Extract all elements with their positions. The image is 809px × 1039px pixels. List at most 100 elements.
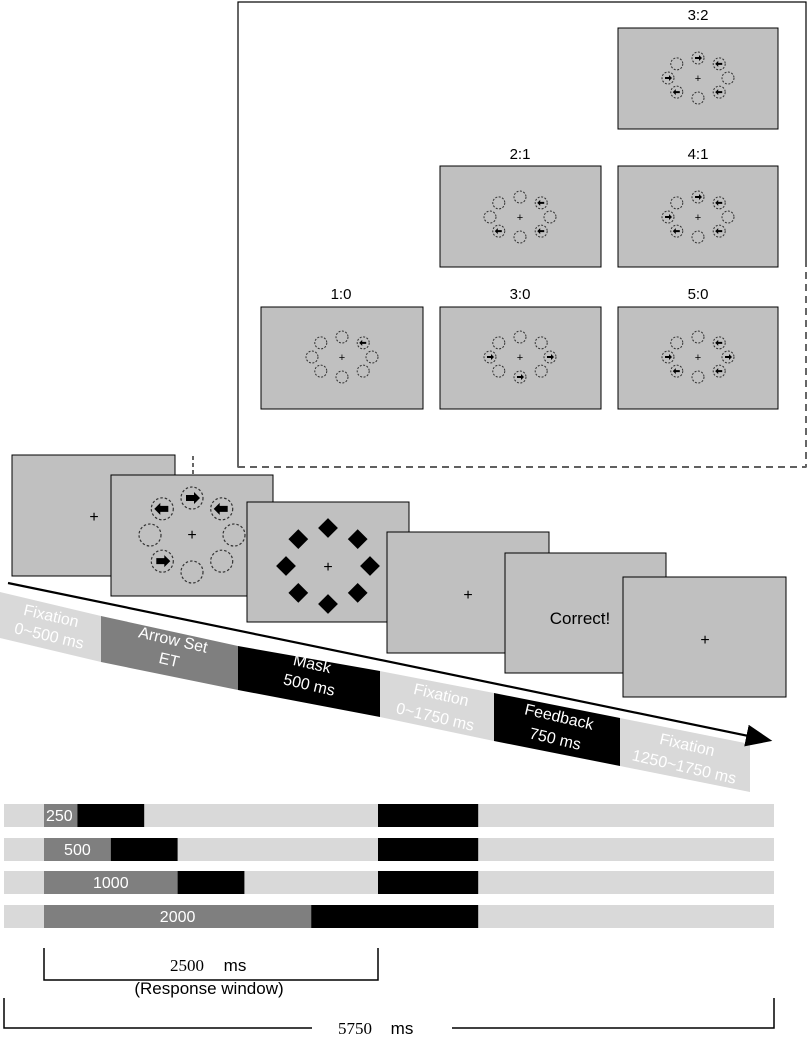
segment-band: [238, 646, 380, 717]
condition-5-0: 5:0 +: [617, 286, 779, 410]
feedback-text: Correct!: [550, 609, 610, 628]
fixation-cross: +: [695, 73, 701, 85]
stimulus-ring: +: [305, 330, 379, 384]
placeholder-circle: [712, 57, 726, 71]
row-feedback: [378, 871, 479, 894]
fixation-cross: +: [517, 212, 523, 224]
placeholder-circle: [543, 210, 557, 224]
row-mask: [177, 871, 245, 894]
placeholder-circle: [180, 560, 204, 584]
condition-screens: 3:2 + 2:1 + 4:1 + 1:0 + 3:0 + 5:0 +: [260, 7, 779, 410]
stimulus-ring: +: [483, 330, 557, 384]
placeholder-circle: [513, 370, 527, 384]
arrow-stimulus-ring: [138, 486, 246, 584]
diamond-mask-icon: [288, 582, 309, 603]
row-arrow-set: [44, 871, 178, 894]
screen-mask: +: [246, 501, 410, 623]
diamond-mask-icon: [360, 556, 380, 576]
screen-arrow-set: +: [110, 474, 274, 597]
placeholder-circle: [492, 196, 506, 210]
placeholder-circle: [210, 549, 234, 573]
stimulus-ring: +: [483, 190, 557, 244]
bracket-total-unit: ms: [391, 1019, 414, 1038]
segment-band: [101, 616, 238, 690]
placeholder-circle: [712, 224, 726, 238]
arrow-icon: [537, 228, 545, 235]
mask-diamonds: [276, 518, 380, 614]
placeholder-circle: [712, 336, 726, 350]
time-arrow: [7, 581, 773, 747]
timeline-rows: 250 500 1000 2000: [4, 804, 774, 928]
arrow-icon: [186, 492, 200, 504]
arrow-icon: [715, 339, 723, 346]
placeholder-circle: [365, 350, 379, 364]
screen: [622, 576, 787, 698]
placeholder-circle: [691, 370, 705, 384]
condition-screen: [439, 306, 602, 410]
placeholder-circle: [721, 71, 735, 85]
timeline-row-1000: 1000: [4, 871, 774, 894]
placeholder-circle: [150, 549, 174, 573]
fixation-cross: +: [89, 509, 98, 526]
placeholder-circle: [670, 85, 684, 99]
placeholder-circle: [180, 486, 204, 510]
placeholder-circle: [670, 57, 684, 71]
arrow-icon: [672, 368, 680, 375]
placeholder-circle: [492, 336, 506, 350]
fixation-cross: +: [700, 632, 709, 649]
placeholder-circle: [543, 350, 557, 364]
placeholder-circle: [712, 85, 726, 99]
condition-label: 3:0: [510, 286, 531, 303]
bracket-window-caption: (Response window): [134, 979, 283, 998]
placeholder-circle: [305, 350, 319, 364]
condition-2-1: 2:1 +: [439, 146, 602, 268]
placeholder-circle: [661, 210, 675, 224]
placeholder-circle: [691, 330, 705, 344]
row-arrow-set: [44, 838, 111, 861]
fixation-cross: +: [323, 559, 332, 576]
placeholder-circle: [513, 330, 527, 344]
segment-fixation-2: Fixation 0~1750 ms: [380, 671, 494, 741]
total-duration-bracket: 5750 ms: [3, 998, 775, 1038]
row-mask: [77, 804, 145, 827]
placeholder-circle: [513, 230, 527, 244]
segment-band: [380, 671, 494, 741]
placeholder-circle: [138, 523, 162, 547]
segment-band: [0, 592, 101, 662]
placeholder-circle: [222, 523, 246, 547]
condition-label: 2:1: [510, 146, 531, 163]
fixation-cross: +: [339, 352, 345, 364]
arrow-icon: [715, 199, 723, 206]
condition-label: 4:1: [688, 146, 709, 163]
arrow-icon: [494, 228, 502, 235]
response-window-bracket: 2500 ms (Response window): [43, 948, 379, 998]
placeholder-circle: [150, 497, 174, 521]
arrow-icon: [359, 339, 367, 346]
bracket-total-number: 5750: [338, 1019, 372, 1038]
placeholder-circle: [670, 336, 684, 350]
arrow-icon: [715, 228, 723, 235]
row-arrow-set: [44, 804, 78, 827]
arrow-icon: [154, 502, 169, 515]
timeline-row-500: 500: [4, 838, 774, 861]
placeholder-circle: [534, 224, 548, 238]
placeholder-circle: [691, 230, 705, 244]
trial-screens: + + + + Correct! +: [11, 454, 787, 698]
row-feedback: [378, 905, 479, 928]
condition-3-0: 3:0 +: [439, 286, 602, 410]
row-label: 500: [64, 842, 91, 859]
arrow-icon: [695, 55, 702, 61]
bracket-label-bg: [312, 1016, 452, 1038]
arrow-icon: [665, 214, 672, 220]
segment-fixation-1: Fixation 0~500 ms: [0, 592, 101, 662]
segment-line2: ET: [157, 650, 181, 671]
diamond-mask-icon: [276, 556, 296, 576]
placeholder-circle: [314, 364, 328, 378]
condition-3-2: 3:2 +: [617, 7, 779, 130]
row-label: 250: [46, 808, 73, 825]
condition-screen: [617, 306, 779, 410]
fixation-cross: +: [695, 212, 701, 224]
arrow-icon: [672, 89, 680, 96]
arrow-icon: [537, 199, 545, 206]
placeholder-circle: [661, 71, 675, 85]
